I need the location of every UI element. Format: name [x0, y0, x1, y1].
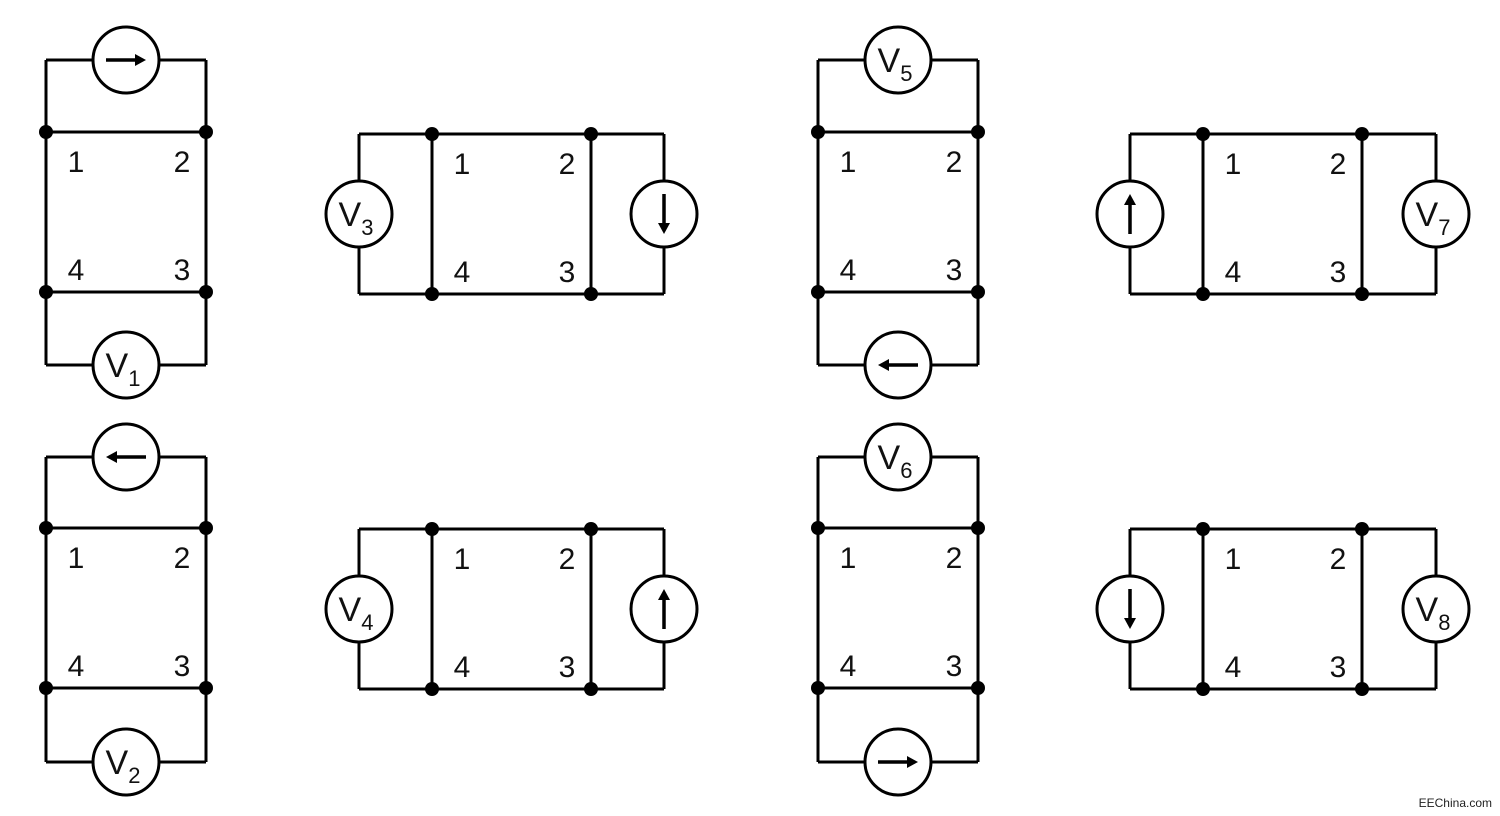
node-label-3: 3: [1330, 651, 1347, 684]
node-dot-icon: [425, 522, 439, 536]
current-source-icon: [629, 574, 699, 644]
node-dot-icon: [1196, 287, 1210, 301]
node-dot-icon: [199, 285, 213, 299]
node-dot-icon: [425, 127, 439, 141]
current-source-icon: [863, 727, 933, 797]
circuit-3: V3 1 2 3 4: [324, 127, 699, 301]
node-dot-icon: [1355, 287, 1369, 301]
voltmeter-icon: V3: [324, 179, 394, 249]
current-source-icon: [863, 330, 933, 400]
current-source-icon: [91, 25, 161, 95]
arrow-left-icon: [106, 451, 146, 463]
node-label-2: 2: [559, 148, 576, 181]
node-dot-icon: [584, 522, 598, 536]
voltmeter-icon: V5: [863, 25, 933, 95]
node-dot-icon: [425, 287, 439, 301]
node-label-4: 4: [1225, 651, 1242, 684]
node-label-2: 2: [1330, 148, 1347, 181]
node-label-4: 4: [454, 256, 471, 289]
node-label-4: 4: [68, 650, 85, 683]
node-label-2: 2: [946, 542, 963, 575]
node-dot-icon: [39, 521, 53, 535]
node-dot-icon: [971, 285, 985, 299]
node-label-2: 2: [559, 543, 576, 576]
node-dot-icon: [811, 125, 825, 139]
node-dot-icon: [811, 681, 825, 695]
arrow-down-icon: [1124, 589, 1136, 629]
node-dot-icon: [1355, 682, 1369, 696]
node-dot-icon: [1196, 682, 1210, 696]
node-dot-icon: [39, 125, 53, 139]
node-label-3: 3: [946, 254, 963, 287]
node-label-3: 3: [559, 256, 576, 289]
node-label-1: 1: [68, 542, 85, 575]
node-label-2: 2: [946, 146, 963, 179]
node-dot-icon: [39, 285, 53, 299]
node-label-4: 4: [840, 254, 857, 287]
node-dot-icon: [584, 287, 598, 301]
node-label-1: 1: [840, 146, 857, 179]
node-dot-icon: [1355, 127, 1369, 141]
node-dot-icon: [1196, 127, 1210, 141]
voltmeter-icon: V6: [863, 422, 933, 492]
voltmeter-icon: V8: [1401, 574, 1471, 644]
node-dot-icon: [1196, 522, 1210, 536]
node-label-2: 2: [174, 146, 191, 179]
node-dot-icon: [971, 521, 985, 535]
current-source-icon: [1095, 574, 1165, 644]
node-label-3: 3: [174, 254, 191, 287]
watermark-text: EEChina.com: [1418, 796, 1492, 810]
arrow-up-icon: [658, 589, 670, 629]
circuit-4: V4 1 2 3 4: [324, 522, 699, 696]
circuit-5: V5 1 2 3 4: [811, 25, 985, 400]
node-dot-icon: [584, 127, 598, 141]
current-source-icon: [629, 179, 699, 249]
node-label-2: 2: [1330, 543, 1347, 576]
voltmeter-icon: V4: [324, 574, 394, 644]
node-dot-icon: [971, 681, 985, 695]
arrow-down-icon: [658, 194, 670, 234]
node-label-4: 4: [68, 254, 85, 287]
node-dot-icon: [811, 285, 825, 299]
current-source-icon: [91, 422, 161, 492]
node-label-4: 4: [454, 651, 471, 684]
node-label-3: 3: [174, 650, 191, 683]
arrow-up-icon: [1124, 194, 1136, 234]
arrow-right-icon: [878, 756, 918, 768]
node-label-4: 4: [840, 650, 857, 683]
node-label-1: 1: [454, 543, 471, 576]
node-dot-icon: [1355, 522, 1369, 536]
circuit-7: V7 1 2 3 4: [1095, 127, 1471, 301]
node-dot-icon: [425, 682, 439, 696]
circuit-6: V6 1 2 3 4: [811, 422, 985, 797]
voltmeter-icon: V7: [1401, 179, 1471, 249]
node-dot-icon: [584, 682, 598, 696]
node-label-4: 4: [1225, 256, 1242, 289]
circuit-8: V8 1 2 3 4: [1095, 522, 1471, 696]
node-label-1: 1: [1225, 543, 1242, 576]
node-label-3: 3: [946, 650, 963, 683]
node-dot-icon: [199, 125, 213, 139]
arrow-left-icon: [878, 359, 918, 371]
node-dot-icon: [199, 681, 213, 695]
node-dot-icon: [811, 521, 825, 535]
circuit-2: V2 1 2 3 4: [39, 422, 213, 797]
voltmeter-icon: V1: [91, 330, 161, 400]
node-label-1: 1: [840, 542, 857, 575]
node-dot-icon: [199, 521, 213, 535]
circuit-1: V1 1 2 3 4: [39, 25, 213, 400]
node-label-3: 3: [559, 651, 576, 684]
node-dot-icon: [971, 125, 985, 139]
node-dot-icon: [39, 681, 53, 695]
node-label-1: 1: [68, 146, 85, 179]
node-label-1: 1: [1225, 148, 1242, 181]
node-label-2: 2: [174, 542, 191, 575]
arrow-right-icon: [106, 54, 146, 66]
node-label-1: 1: [454, 148, 471, 181]
current-source-icon: [1095, 179, 1165, 249]
voltmeter-icon: V2: [91, 727, 161, 797]
node-label-3: 3: [1330, 256, 1347, 289]
